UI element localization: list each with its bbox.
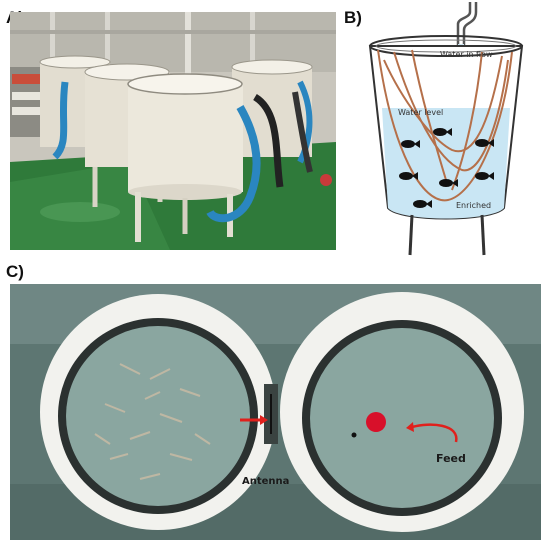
panel-a-photo	[10, 12, 336, 250]
tanks-photo-illustration	[10, 12, 336, 250]
feed-label: Feed	[436, 452, 466, 465]
tank-schematic: Water in flow Water level Enriched	[368, 2, 524, 256]
enriched-label: Enriched	[456, 201, 491, 210]
panel-c-label: C)	[6, 262, 24, 281]
antenna-label: Antenna	[242, 476, 289, 487]
panel-b-diagram: Water in flow Water level Enriched	[352, 0, 550, 262]
panel-c-photo: Antenna Feed	[10, 284, 541, 540]
water-in-flow-label: Water in flow	[440, 50, 493, 59]
pools-photo-illustration: Antenna Feed	[10, 284, 541, 540]
water-level-label: Water level	[398, 108, 443, 117]
panel-b-label: B)	[344, 8, 362, 27]
